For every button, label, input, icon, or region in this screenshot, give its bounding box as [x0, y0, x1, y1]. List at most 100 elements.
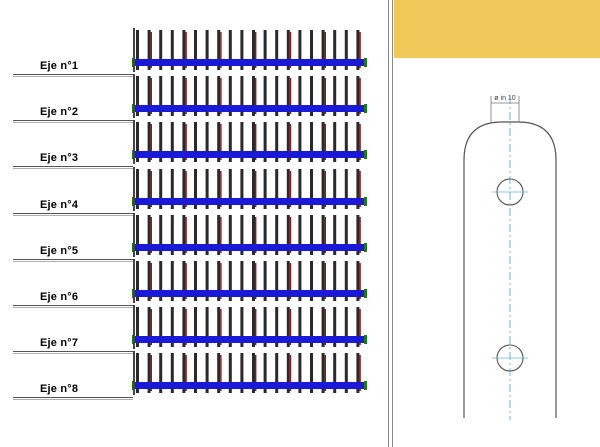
rack-post-red: [185, 78, 187, 115]
rack-end-right: [364, 196, 367, 206]
rack-post: [275, 307, 279, 348]
rack-post: [170, 122, 174, 163]
rack-post: [194, 30, 197, 70]
panel-divider-inner: [392, 0, 393, 447]
rack-post: [136, 168, 139, 209]
rack-post: [344, 214, 348, 255]
rack-post-red: [150, 309, 152, 346]
rack-post: [333, 307, 337, 348]
rack-post: [321, 353, 325, 394]
axis-row: Eje n°7: [0, 305, 388, 355]
axis-label: Eje n°5: [40, 244, 79, 257]
axis-row: Eje n°6: [0, 259, 388, 308]
axis-rack: [132, 212, 367, 257]
axis-row: Eje n°4: [0, 166, 388, 216]
axis-underline: [13, 258, 133, 260]
rack-post: [310, 353, 313, 394]
rack-post-red: [359, 309, 361, 346]
rack-post: [228, 214, 232, 255]
axis-underline: [13, 166, 133, 168]
rack-post-red: [255, 78, 257, 115]
rack-beam: [134, 290, 366, 297]
rack-post-red: [150, 216, 152, 253]
rack-post-red: [185, 216, 187, 253]
rack-frame-edge: [133, 351, 135, 396]
rack-post: [182, 353, 186, 394]
axis-underline: [13, 305, 133, 306]
rack-post: [356, 214, 360, 255]
rack-post: [228, 261, 232, 301]
rack-post-red: [150, 355, 152, 392]
rack-post-red: [220, 78, 222, 115]
axis-label: Eje n°7: [40, 337, 79, 350]
rack-post: [263, 30, 267, 70]
bracket-outline: [463, 121, 557, 418]
rack-post: [159, 307, 163, 348]
axis-rack: [132, 166, 367, 211]
rack-post: [356, 122, 360, 163]
rack-post: [147, 168, 151, 209]
rack-post-red: [359, 32, 361, 68]
rack-post: [194, 261, 197, 301]
rack-post: [147, 30, 151, 70]
rack-beam: [134, 243, 366, 251]
rack-post: [147, 214, 151, 255]
rack-post: [252, 307, 255, 348]
rack-post: [252, 122, 255, 163]
rack-post: [356, 353, 360, 394]
rack-post-red: [220, 309, 222, 346]
rack-post: [263, 214, 267, 255]
rack-post: [263, 76, 267, 117]
rack-frame-edge: [133, 212, 135, 257]
rack-post-red: [220, 170, 222, 207]
rack-post: [252, 76, 255, 117]
rack-post: [136, 214, 139, 255]
axis-underline: [13, 351, 133, 353]
rack-post: [286, 261, 290, 301]
rack-post: [147, 307, 151, 348]
axis-row: Eje n°3: [0, 120, 388, 170]
rack-post: [321, 307, 325, 348]
rack-post: [333, 353, 337, 394]
rack-post-red: [324, 32, 326, 68]
rack-post: [298, 307, 302, 348]
rack-post: [286, 168, 290, 209]
rack-end-right: [364, 242, 367, 252]
rack-post: [333, 261, 337, 301]
rack-post: [321, 214, 325, 255]
rack-post-red: [359, 124, 361, 161]
rack-end-right: [364, 381, 367, 391]
header-band: [394, 0, 600, 58]
rack-post: [159, 353, 163, 394]
rack-post: [136, 307, 139, 348]
rack-post: [217, 122, 221, 163]
axis-underline-shadow: [13, 307, 133, 308]
rack-post-red: [150, 124, 152, 161]
rack-post: [205, 168, 209, 209]
rack-post: [298, 261, 302, 301]
rack-post: [182, 168, 186, 209]
rack-post: [240, 261, 244, 301]
rack-post: [275, 122, 279, 163]
rack-post-red: [185, 124, 187, 161]
rack-post: [286, 76, 290, 117]
rack-post-red: [359, 263, 361, 299]
rack-post: [147, 122, 151, 163]
rack-beam: [134, 105, 366, 113]
rack-post: [205, 307, 209, 348]
rack-post: [170, 76, 174, 117]
axis-row: Eje n°1: [0, 28, 388, 77]
rack-post: [217, 30, 221, 70]
rack-post-red: [150, 32, 152, 68]
rack-post-red: [150, 78, 152, 115]
axis-row: Eje n°2: [0, 74, 388, 124]
rack-post-red: [324, 263, 326, 299]
rack-post: [298, 168, 302, 209]
rack-post: [217, 353, 221, 394]
axis-underline-shadow: [13, 122, 133, 124]
rack-post-red: [255, 309, 257, 346]
rack-post: [205, 353, 209, 394]
rack-post: [194, 307, 197, 348]
rack-post: [228, 307, 232, 348]
axis-underline-shadow: [13, 76, 133, 77]
